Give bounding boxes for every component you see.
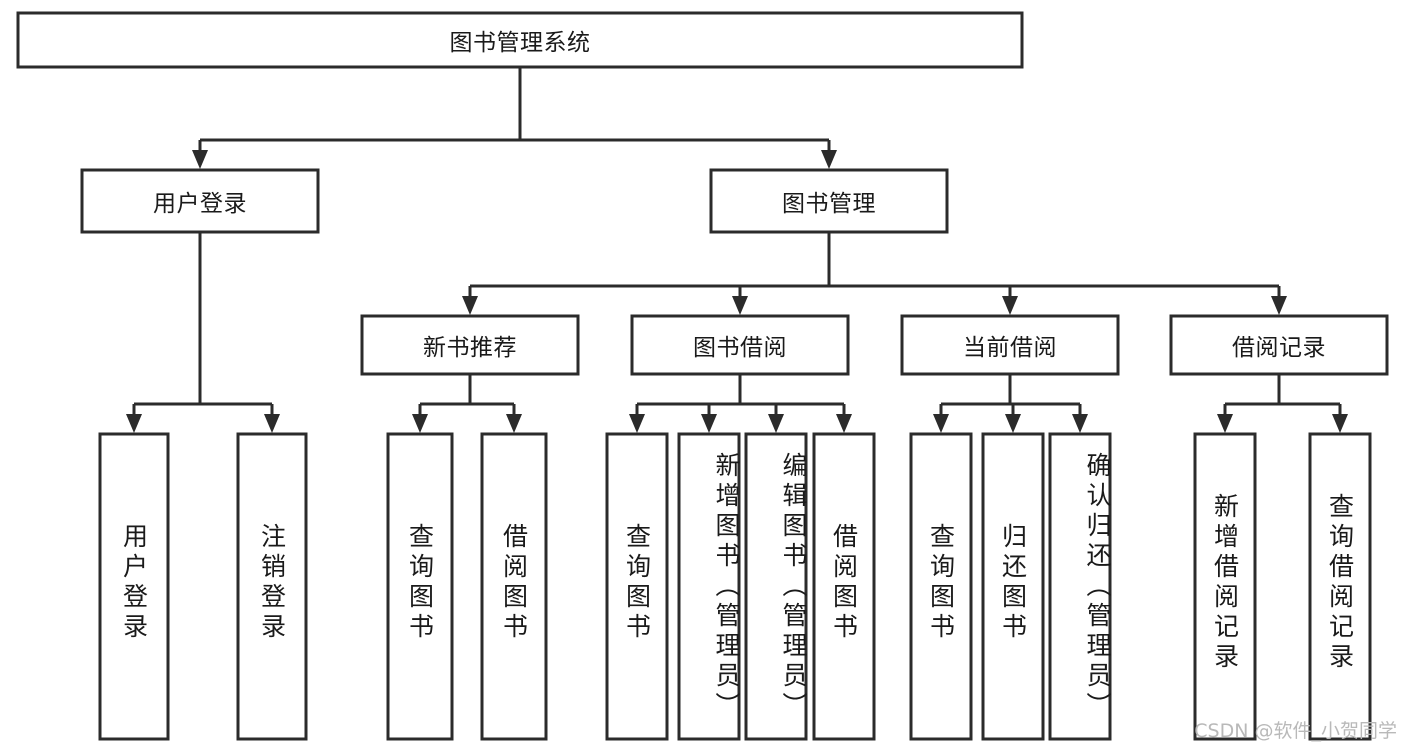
edge-layer [126, 67, 1348, 433]
node-box-leaf-return-book[interactable] [981, 432, 1045, 741]
node-box-leaf-query-record[interactable] [1308, 432, 1372, 741]
edge-arrowhead-icon [192, 150, 208, 169]
edge-arrowhead-icon [126, 414, 142, 433]
node-box-leaf-add-record[interactable] [1193, 432, 1257, 741]
edge-arrowhead-icon [732, 296, 748, 315]
node-box-book-manage[interactable] [709, 168, 949, 234]
edge-arrowhead-icon [506, 414, 522, 433]
edge-arrowhead-icon [933, 414, 949, 433]
edge-arrowhead-icon [1217, 414, 1233, 433]
edge-arrowhead-icon [1002, 296, 1018, 315]
edge-arrowhead-icon [821, 150, 837, 169]
edge-arrowhead-icon [701, 414, 717, 433]
box-layer [16, 11, 1389, 741]
node-box-borrow-record[interactable] [1169, 314, 1389, 376]
node-box-leaf-query-book-2[interactable] [605, 432, 669, 741]
edge-arrowhead-icon [1332, 414, 1348, 433]
edge-arrowhead-icon [1271, 296, 1287, 315]
edge-arrowhead-icon [462, 296, 478, 315]
edge-arrowhead-icon [264, 414, 280, 433]
node-box-leaf-borrow-book-2[interactable] [812, 432, 876, 741]
node-box-leaf-borrow-book-1[interactable] [480, 432, 548, 741]
node-box-leaf-user-login[interactable] [98, 432, 170, 741]
node-box-leaf-edit-book[interactable] [744, 432, 808, 741]
node-box-leaf-add-book[interactable] [677, 432, 741, 741]
edge-arrowhead-icon [836, 414, 852, 433]
node-box-leaf-query-book-3[interactable] [909, 432, 973, 741]
edge-arrowhead-icon [1072, 414, 1088, 433]
edge-arrowhead-icon [1005, 414, 1021, 433]
node-box-root[interactable] [16, 11, 1024, 69]
node-box-current-borrow[interactable] [900, 314, 1120, 376]
node-box-leaf-user-logout[interactable] [236, 432, 308, 741]
node-box-leaf-query-book-1[interactable] [386, 432, 454, 741]
node-box-book-borrow[interactable] [630, 314, 850, 376]
node-box-new-book-rec[interactable] [360, 314, 580, 376]
node-box-user-login[interactable] [80, 168, 320, 234]
node-box-leaf-confirm-return[interactable] [1048, 432, 1112, 741]
watermark: CSDN @软件_小贺同学 [1194, 720, 1397, 742]
edge-arrowhead-icon [768, 414, 784, 433]
edge-arrowhead-icon [412, 414, 428, 433]
edge-arrowhead-icon [629, 414, 645, 433]
